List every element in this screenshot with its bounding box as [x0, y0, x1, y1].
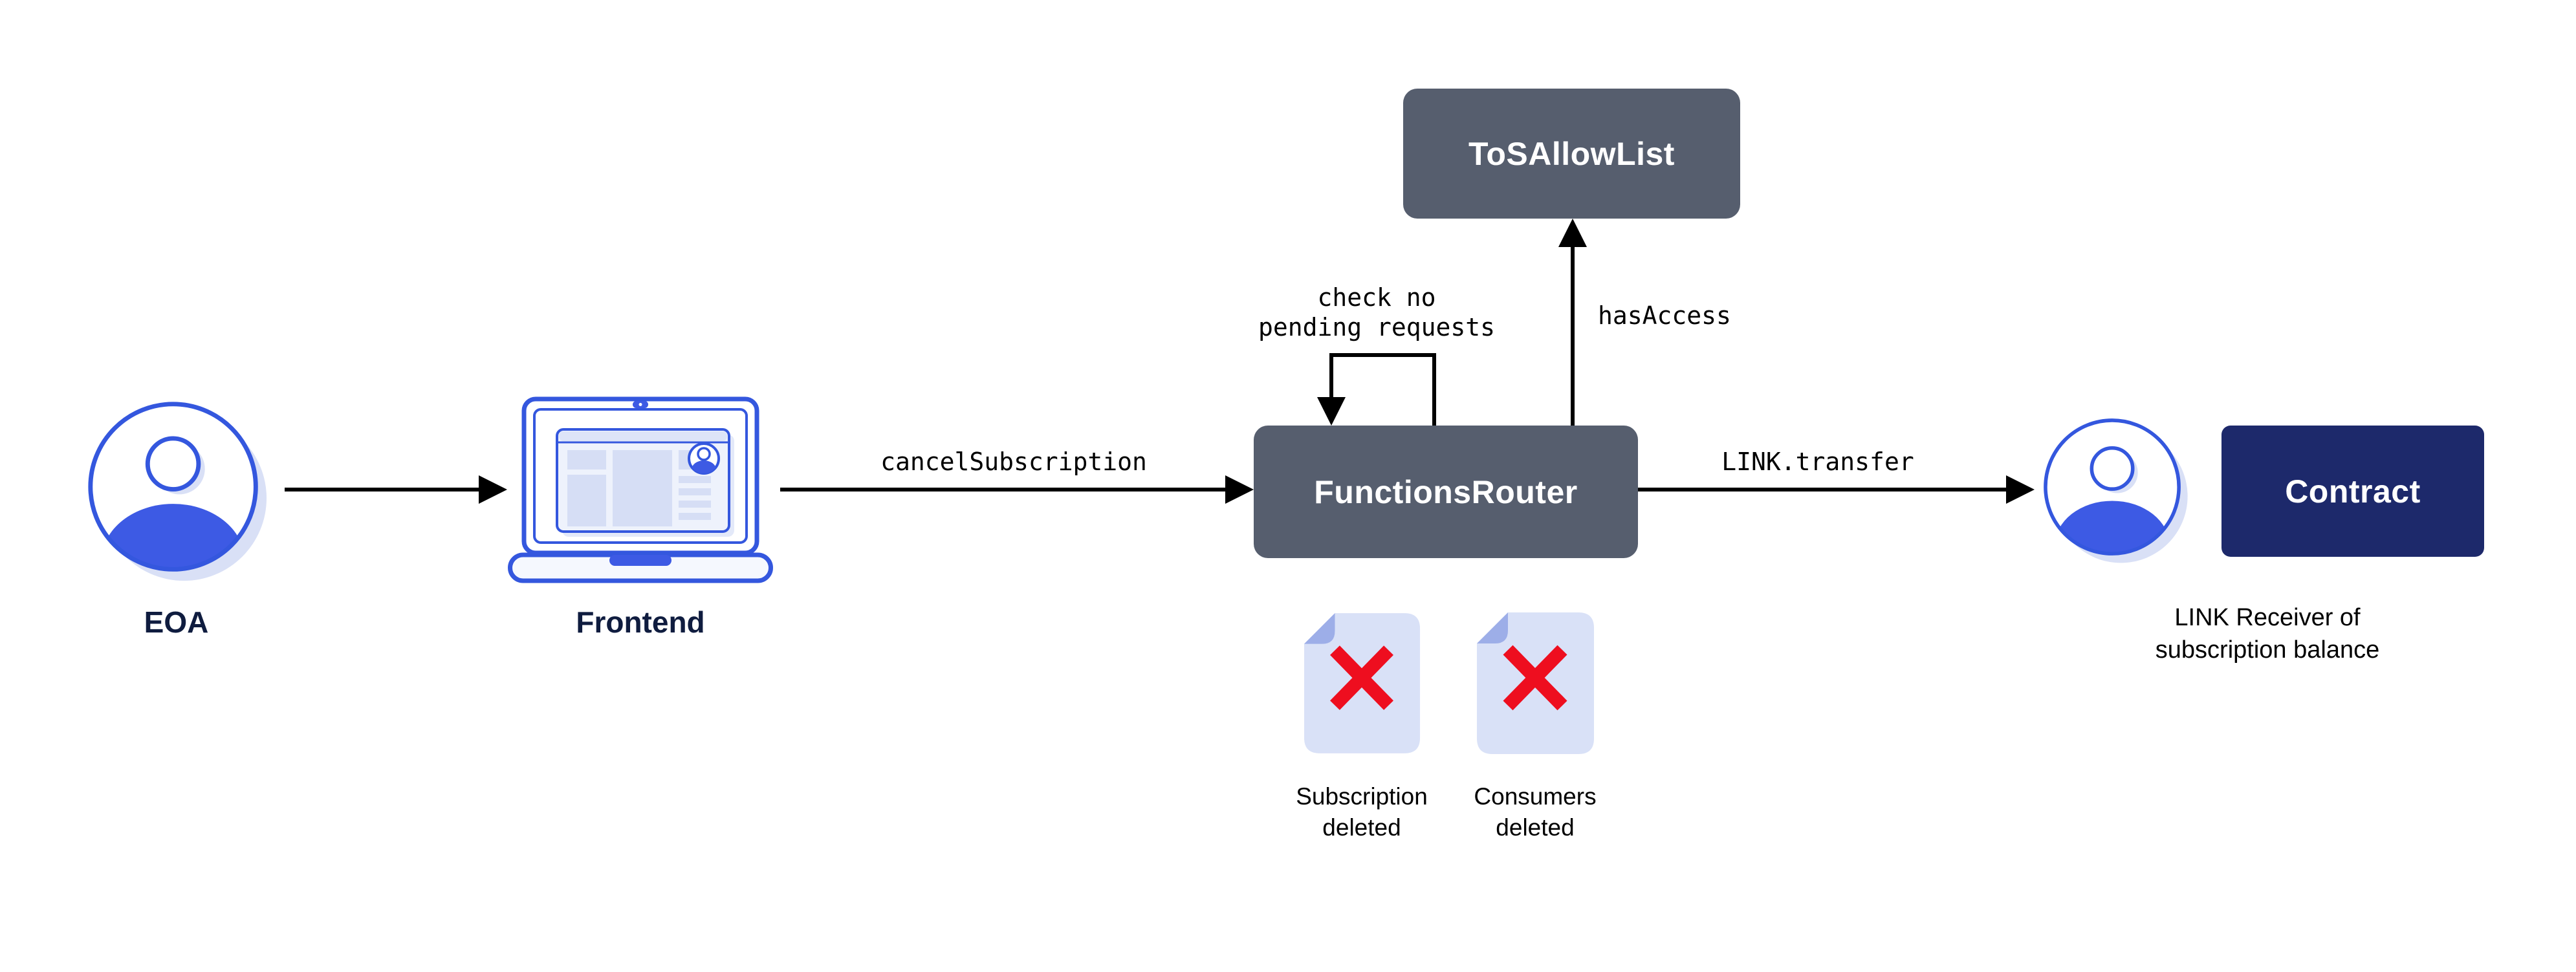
consumers-doc-label: Consumers deleted [1474, 783, 1597, 841]
link-receiver-caption-line1: LINK Receiver of [2174, 604, 2361, 631]
arrow-frontend-to-router [780, 475, 1254, 504]
link-receiver-caption: LINK Receiver of subscription balance [2106, 601, 2429, 666]
subscription-deleted-document-icon [1304, 613, 1421, 753]
edge-label-has-access: hasAccess [1598, 301, 1731, 330]
eoa-avatar-icon [88, 402, 267, 581]
contract-label: Contract [2285, 473, 2421, 510]
laptop-user-avatar-icon [688, 442, 720, 475]
functions-router-label: FunctionsRouter [1314, 473, 1578, 510]
subscription-doc-label: Subscription deleted [1296, 783, 1428, 841]
arrow-router-to-receiver [1638, 475, 2035, 504]
frontend-laptop-icon [508, 396, 773, 583]
edge-label-check-pending-requests: check no pending requests [1258, 283, 1496, 341]
arrow-router-to-tos [1558, 219, 1587, 426]
tos-allowlist-box: ToSAllowList [1403, 89, 1740, 219]
link-receiver-caption-line2: subscription balance [2155, 636, 2380, 664]
edge-label-cancel-subscription: cancelSubscription [880, 448, 1147, 476]
eoa-label: EOA [144, 605, 209, 639]
link-receiver-avatar-icon [2044, 418, 2188, 563]
edge-label-link-transfer: LINK.transfer [1721, 448, 1914, 476]
functions-router-box: FunctionsRouter [1254, 426, 1638, 558]
delete-x-icon [1503, 645, 1567, 711]
frontend-label: Frontend [576, 605, 705, 639]
consumers-deleted-document-icon [1477, 612, 1594, 754]
delete-x-icon [1330, 645, 1393, 710]
contract-box: Contract [2221, 426, 2484, 557]
arrow-eoa-to-frontend [285, 475, 507, 504]
tos-allowlist-label: ToSAllowList [1468, 135, 1675, 172]
arrow-router-self-loop [1317, 353, 1436, 426]
